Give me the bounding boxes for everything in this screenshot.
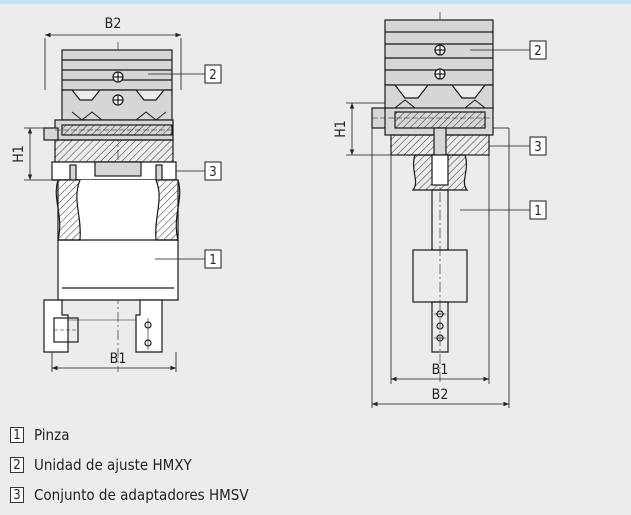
legend-item-1: 1 Pinza xyxy=(10,424,69,446)
left-callout-1: 1 xyxy=(209,253,216,268)
left-callout-3: 3 xyxy=(209,165,216,180)
right-callout-box-3 xyxy=(529,136,547,156)
left-callout-2: 2 xyxy=(209,68,216,83)
legend-number-box: 3 xyxy=(10,487,24,503)
left-callout-box-3 xyxy=(204,161,222,181)
technical-drawing: B2 B1 H1 B1 B2 H1 2 3 1 2 3 1 xyxy=(11,12,547,408)
right-b2-label: B2 xyxy=(432,387,449,403)
right-callout-3: 3 xyxy=(534,140,541,155)
legend-number-box: 2 xyxy=(10,457,24,473)
left-adapter-plate xyxy=(54,139,174,163)
left-view xyxy=(24,32,205,372)
legend-label: Pinza xyxy=(34,426,70,444)
right-cylinder xyxy=(412,249,468,303)
right-callout-1: 1 xyxy=(534,204,541,219)
right-callout-2: 2 xyxy=(534,44,541,59)
legend-number-box: 1 xyxy=(10,427,24,443)
right-h1-label: H1 xyxy=(333,120,349,138)
left-jaw-right xyxy=(135,299,163,353)
right-callout-box-2 xyxy=(529,40,547,60)
top-accent-band xyxy=(0,0,631,4)
legend-label: Conjunto de adaptadores HMSV xyxy=(34,486,249,504)
callout-boxes xyxy=(204,40,547,269)
legend-item-2: 2 Unidad de ajuste HMXY xyxy=(10,454,192,476)
left-callout-box-2 xyxy=(204,64,222,84)
left-jaw-left xyxy=(43,299,69,353)
left-b1-label: B1 xyxy=(110,351,127,367)
right-dovetail xyxy=(384,84,494,111)
right-callout-box-1 xyxy=(529,200,547,220)
right-view xyxy=(346,12,530,408)
left-b2-label: B2 xyxy=(105,16,122,32)
right-lower-rod xyxy=(431,301,449,353)
legend-item-3: 3 Conjunto de adaptadores HMSV xyxy=(10,484,249,506)
left-callout-box-1 xyxy=(204,249,222,269)
left-h1-label: H1 xyxy=(11,145,27,163)
right-b1-label: B1 xyxy=(432,362,449,378)
legend-label: Unidad de ajuste HMXY xyxy=(34,456,192,474)
